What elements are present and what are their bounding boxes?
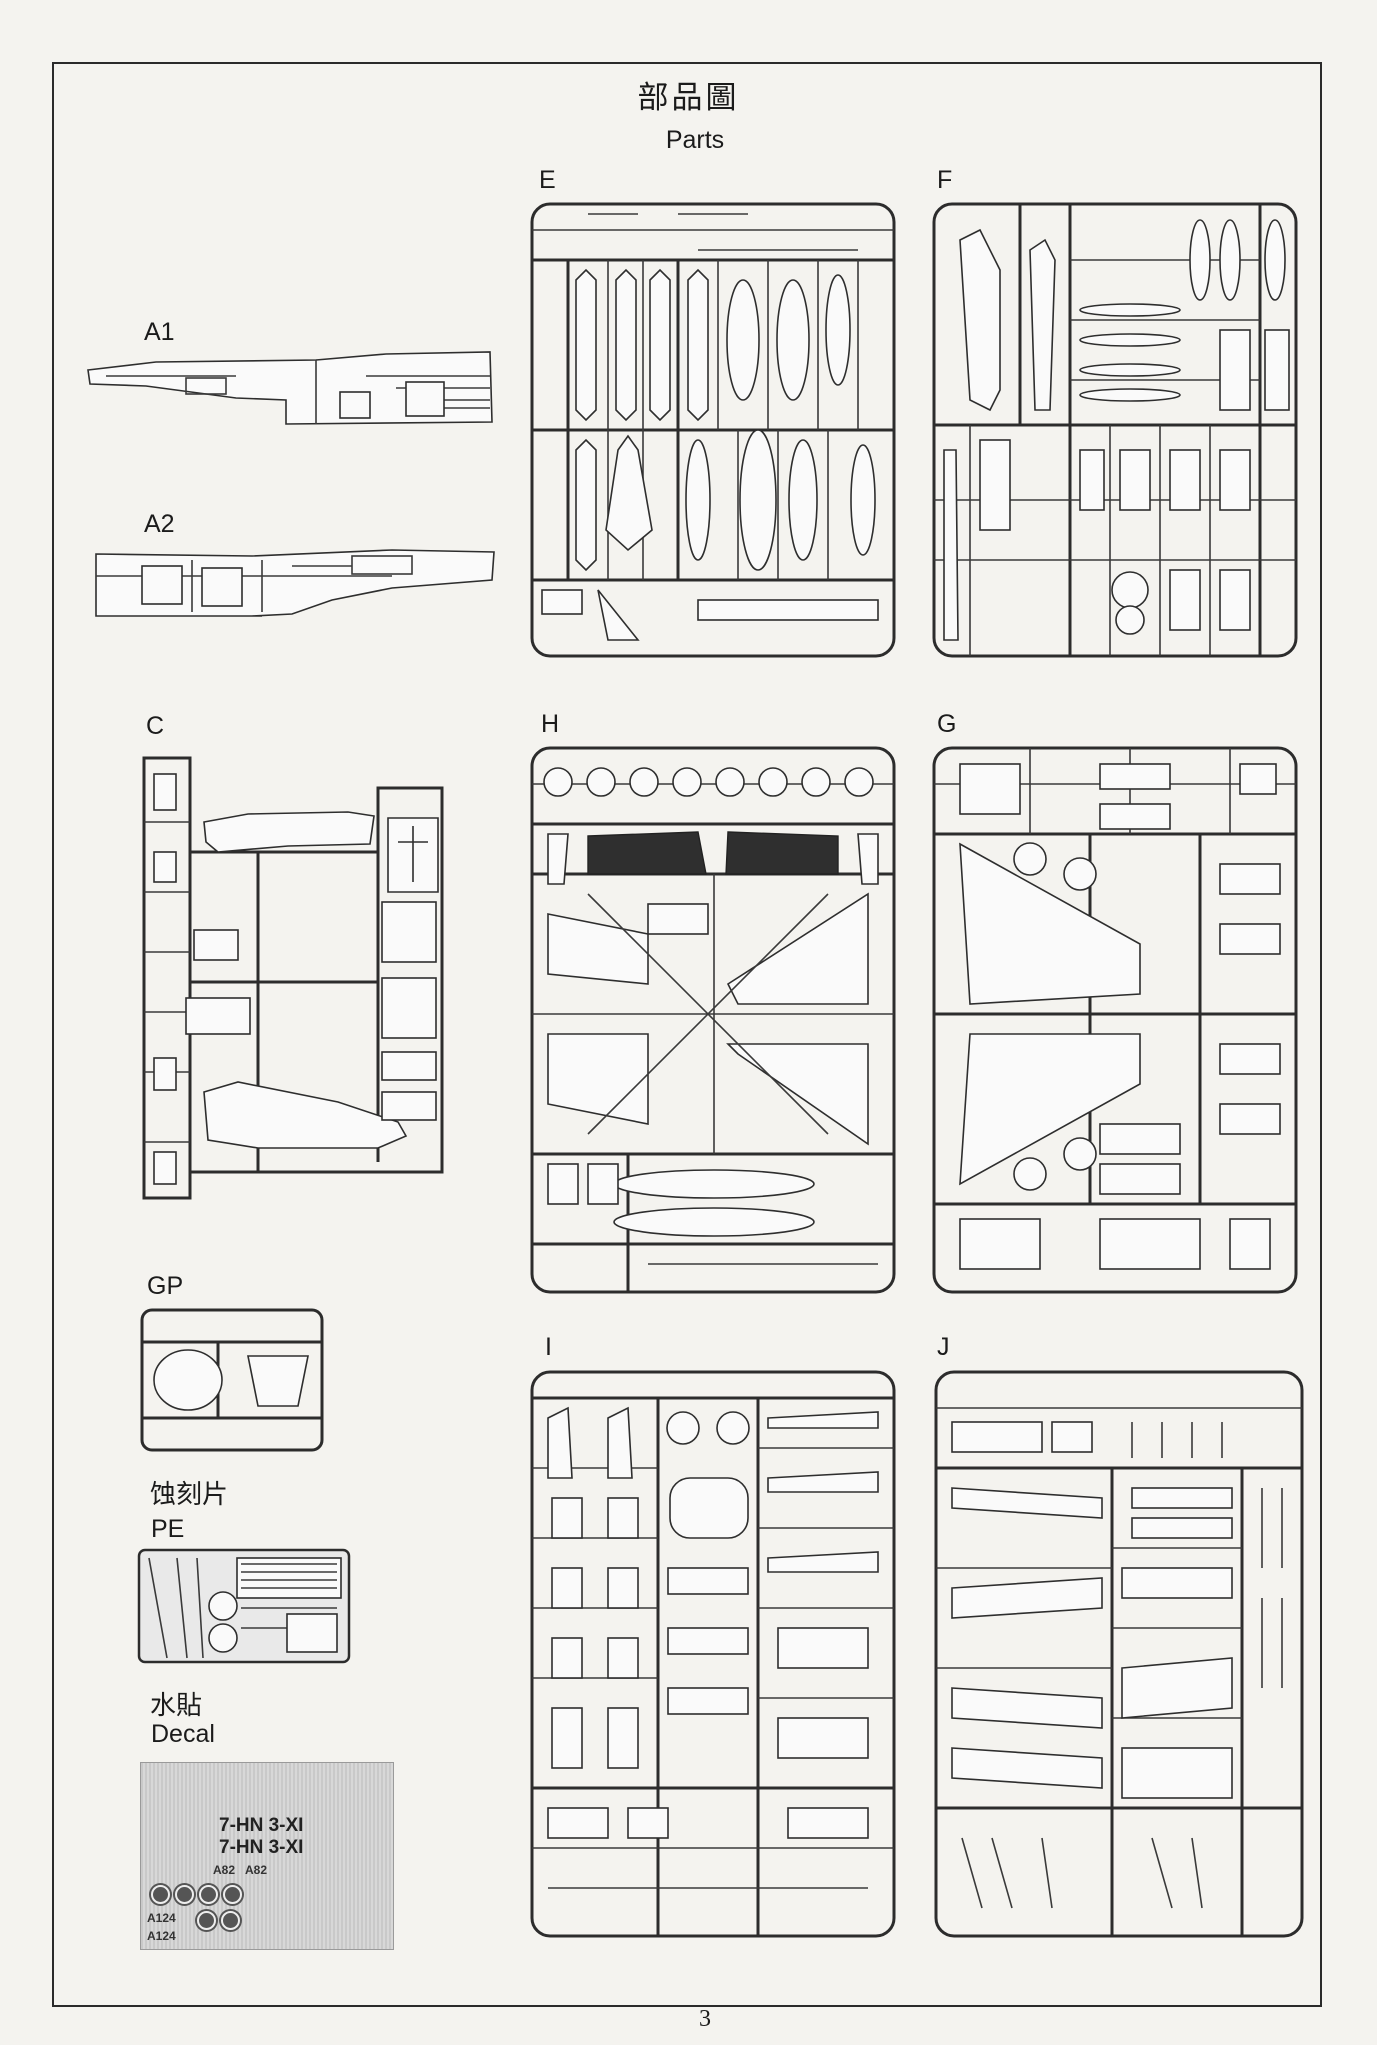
sprue-label-h: H	[541, 710, 560, 738]
decal-label: Decal	[151, 1720, 215, 1748]
roundel-icon	[223, 1885, 242, 1904]
decal-label-chinese: 水貼	[150, 1691, 203, 1721]
decal-sheet: 7-HN 3-XI 7-HN 3-XI A82 A82 A124 A124	[140, 1762, 394, 1950]
sprue-label-f: F	[937, 166, 953, 194]
sprue-label-a1: A1	[144, 318, 175, 346]
sprue-e-drawing	[530, 202, 896, 658]
sprue-label-c: C	[146, 712, 165, 740]
roundel-icon	[221, 1911, 240, 1930]
sprue-i-drawing	[530, 1370, 896, 1938]
fuselage-half-a1-drawing	[87, 351, 493, 425]
sprue-h-drawing	[530, 746, 896, 1294]
decal-serial-4: A124	[147, 1929, 176, 1943]
sprue-label-g: G	[937, 710, 957, 738]
roundel-icon	[199, 1885, 218, 1904]
roundel-icon	[175, 1885, 194, 1904]
sprue-c-drawing	[142, 756, 444, 1200]
sprue-f-drawing	[932, 202, 1298, 658]
decal-serial-2: A82	[245, 1863, 268, 1877]
sprue-g-drawing	[932, 746, 1298, 1294]
sprue-label-e: E	[539, 166, 556, 194]
sprue-label-j: J	[937, 1333, 950, 1361]
roundel-icon	[197, 1911, 216, 1930]
sprue-label-i: I	[545, 1333, 552, 1361]
page-number: 3	[699, 2006, 711, 2032]
pe-label: PE	[151, 1515, 185, 1543]
decal-code-1: 7-HN 3-XI	[219, 1815, 304, 1836]
sprue-label-gp: GP	[147, 1272, 184, 1300]
sprue-label-a2: A2	[144, 510, 175, 538]
decal-serial-1: A82	[213, 1863, 236, 1877]
photo-etch-fret-drawing	[137, 1548, 351, 1664]
decal-serial-3: A124	[147, 1911, 176, 1925]
roundel-icon	[151, 1885, 170, 1904]
sprue-j-drawing	[934, 1370, 1304, 1938]
decal-code-2: 7-HN 3-XI	[219, 1837, 304, 1858]
page-title: Parts	[665, 126, 725, 154]
page-border	[52, 62, 1322, 2007]
page-title-chinese: 部品圖	[637, 80, 740, 116]
fuselage-half-a2-drawing	[95, 549, 495, 617]
pe-label-chinese: 蚀刻片	[150, 1480, 229, 1510]
sprue-gp-drawing	[140, 1308, 324, 1452]
